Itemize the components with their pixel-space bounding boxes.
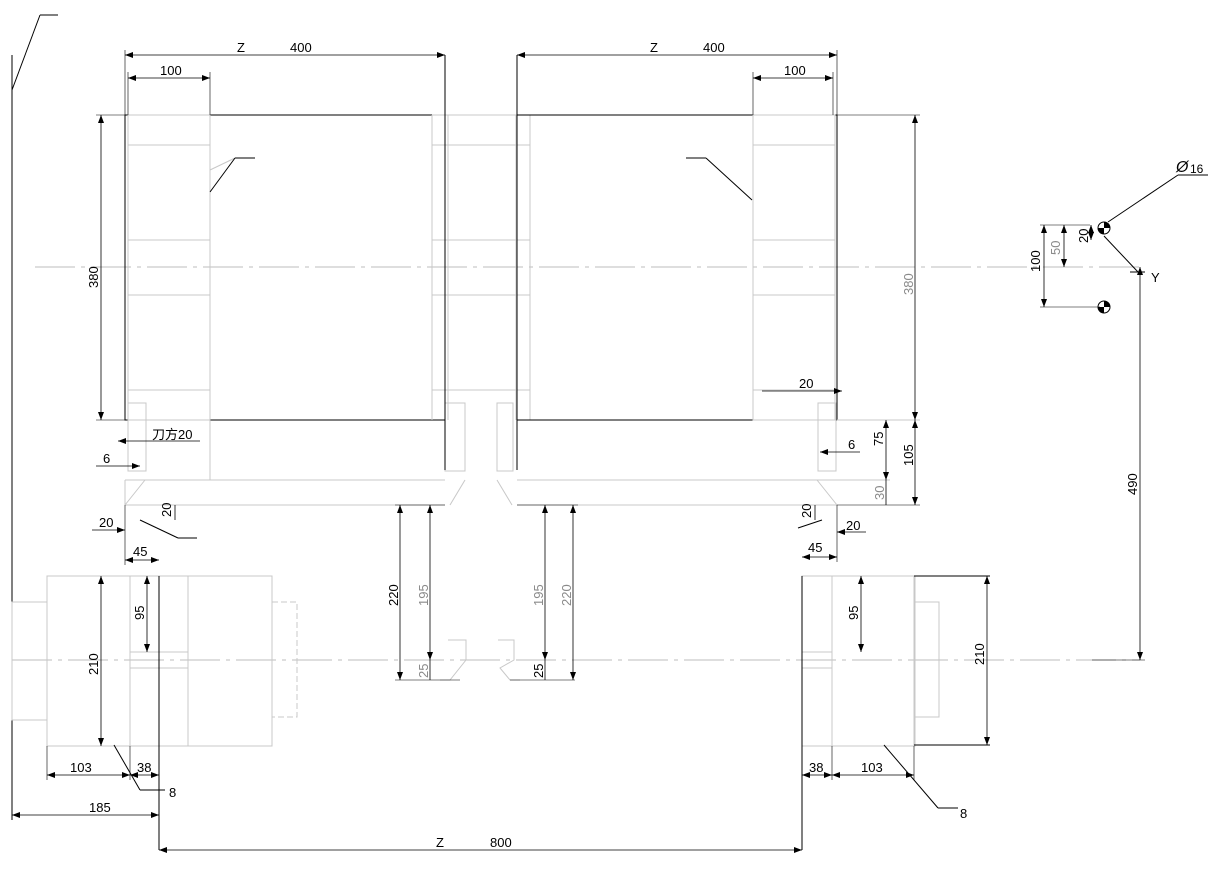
dim-185: 185 bbox=[12, 800, 159, 818]
dim-value: 45 bbox=[133, 544, 147, 559]
dia-symbol: Ø bbox=[1175, 159, 1190, 176]
dim-20-right-top: 20 bbox=[762, 376, 842, 394]
dim-chamfer-left: 20 20 bbox=[92, 503, 197, 539]
dim-value: 20 bbox=[99, 515, 113, 530]
y-axis-label: Y bbox=[1151, 270, 1160, 285]
dim-knife-square: 刀方20 6 bbox=[96, 427, 200, 469]
dim-value: 95 bbox=[132, 606, 147, 620]
dim-right-pocket: 6 75 105 30 bbox=[820, 420, 920, 506]
dim-value: 8 bbox=[960, 806, 967, 821]
dim-380-left: 380 bbox=[86, 114, 125, 421]
center-lines bbox=[12, 266, 1140, 661]
axis-z-label: Z bbox=[237, 40, 245, 55]
dim-value: 6 bbox=[103, 451, 110, 466]
dim-value: 490 bbox=[1125, 473, 1140, 495]
knife-label: 刀方20 bbox=[152, 427, 192, 442]
center-column bbox=[431, 55, 531, 506]
axis-z-label: Z bbox=[436, 835, 444, 850]
dim-top-right-z400: Z 400 bbox=[517, 40, 838, 115]
left-tool-block bbox=[124, 114, 466, 506]
dim-380-right: 380 bbox=[837, 114, 920, 420]
dim-top-left-z400: Z 400 bbox=[124, 40, 445, 115]
frame-lines bbox=[11, 14, 58, 820]
dim-value: 103 bbox=[70, 760, 92, 775]
dim-value: 100 bbox=[1028, 250, 1043, 272]
dim-value: 20 bbox=[846, 518, 860, 533]
dim-value: 20 bbox=[799, 376, 813, 391]
dim-value: 380 bbox=[86, 266, 101, 288]
dim-value: 380 bbox=[901, 273, 916, 295]
dim-value: 185 bbox=[89, 800, 111, 815]
dim-value: 220 bbox=[559, 584, 574, 606]
dim-value: 400 bbox=[703, 40, 725, 55]
dim-value: 800 bbox=[490, 835, 512, 850]
dim-100-right: 100 bbox=[752, 63, 834, 115]
dim-bottom-z800: Z 800 bbox=[159, 835, 802, 853]
dim-value: 100 bbox=[160, 63, 182, 78]
dim-value: 105 bbox=[901, 444, 916, 466]
right-tool-block bbox=[516, 114, 920, 506]
dim-value: 195 bbox=[531, 584, 546, 606]
dim-left-vertical-stack: 220 195 25 bbox=[386, 504, 460, 681]
dim-value: 195 bbox=[416, 584, 431, 606]
dim-value: 25 bbox=[416, 664, 431, 678]
left-lower-assembly bbox=[11, 575, 298, 850]
dim-value: 30 bbox=[872, 486, 887, 500]
dim-value: 95 bbox=[846, 606, 861, 620]
dim-100-left: 100 bbox=[127, 63, 211, 115]
dim-value: 16 bbox=[1190, 162, 1204, 176]
dim-value: 25 bbox=[531, 664, 546, 678]
dim-value: 38 bbox=[809, 760, 823, 775]
dim-right-vertical-stack: 195 220 25 bbox=[510, 504, 578, 681]
dia-y-gauge: 100 50 20 Ø 16 Y bbox=[1028, 159, 1208, 314]
dim-value: 103 bbox=[861, 760, 883, 775]
dim-value: 6 bbox=[848, 437, 855, 452]
dim-left-spindle: 95 210 bbox=[86, 576, 150, 746]
dim-value: 20 bbox=[799, 504, 814, 518]
dim-value: 400 bbox=[290, 40, 312, 55]
dim-value: 20 bbox=[1076, 229, 1091, 243]
dim-value: 210 bbox=[86, 653, 101, 675]
dim-value: 100 bbox=[784, 63, 806, 78]
axis-z-label: Z bbox=[650, 40, 658, 55]
dim-chamfer-right: 20 20 bbox=[797, 504, 866, 535]
dim-value: 20 bbox=[159, 503, 174, 517]
dim-490: 490 bbox=[1092, 267, 1145, 661]
dim-right-bottom: 38 103 8 bbox=[802, 744, 967, 821]
dim-value: 45 bbox=[808, 540, 822, 555]
dim-value: 50 bbox=[1048, 241, 1063, 255]
dim-value: 75 bbox=[871, 432, 886, 446]
dim-left-bottom: 103 38 8 bbox=[46, 744, 176, 800]
dim-value: 220 bbox=[386, 584, 401, 606]
dim-value: 8 bbox=[169, 785, 176, 800]
dim-value: 38 bbox=[137, 760, 151, 775]
dim-right-spindle: 95 210 bbox=[846, 576, 990, 745]
dim-45: 45 45 bbox=[124, 505, 838, 565]
dim-value: 210 bbox=[972, 643, 987, 665]
